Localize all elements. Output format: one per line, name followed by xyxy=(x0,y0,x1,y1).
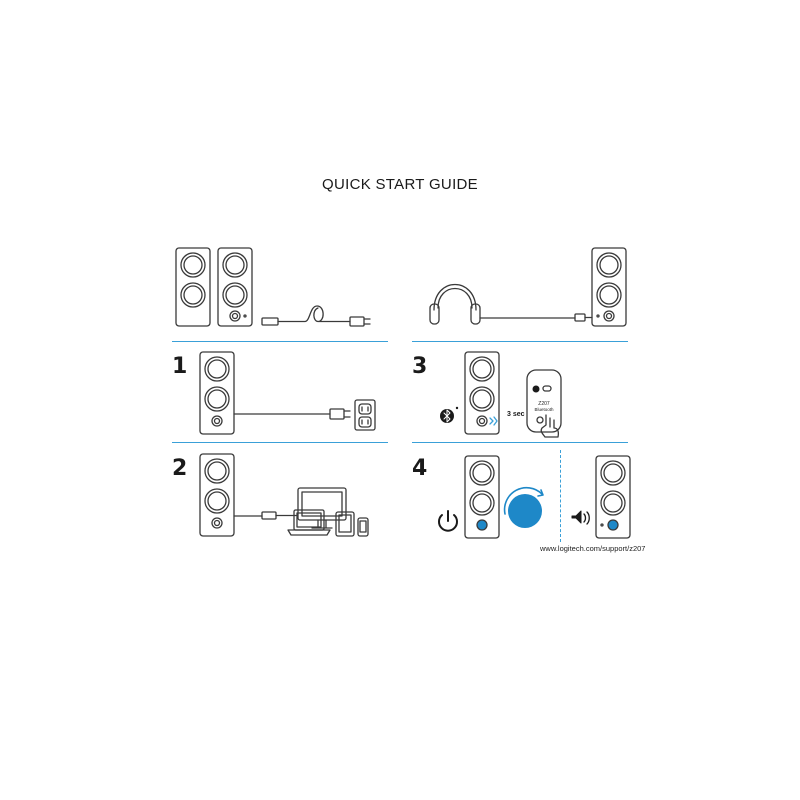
speaker-icon xyxy=(464,455,500,539)
divider-right-top xyxy=(412,341,628,342)
divider-dashed-vertical xyxy=(560,450,561,542)
speaker-icon xyxy=(464,351,500,435)
volume-knob-icon xyxy=(503,486,544,528)
volume-icon xyxy=(571,510,590,525)
hold-time-label: 3 sec xyxy=(507,411,525,418)
step-number-1: 1 xyxy=(172,354,188,379)
power-icon xyxy=(438,510,458,532)
audio-cable-icon xyxy=(233,511,297,520)
speaker-icon xyxy=(595,455,631,539)
power-plug-icon xyxy=(261,305,371,327)
tablet-icon xyxy=(335,511,355,537)
headphones-icon xyxy=(429,284,593,325)
back-panel-bt-label: Bluetooth xyxy=(534,407,554,412)
laptop-icon xyxy=(287,509,331,536)
speaker-icon xyxy=(217,247,253,327)
back-panel-model-label: Z207 xyxy=(538,401,550,407)
step-number-3: 3 xyxy=(412,354,428,379)
divider-left-top xyxy=(172,341,388,342)
hand-press-icon xyxy=(540,414,560,438)
support-url[interactable]: www.logitech.com/support/z207 xyxy=(540,544,646,553)
speaker-icon xyxy=(199,351,235,435)
speaker-icon xyxy=(591,247,627,327)
step-number-4: 4 xyxy=(412,456,428,481)
monitor-icon xyxy=(297,487,347,529)
step-number-2: 2 xyxy=(172,456,188,481)
power-plug-icon xyxy=(233,408,351,420)
speaker-icon xyxy=(199,453,235,537)
speaker-icon xyxy=(175,247,211,327)
phone-icon xyxy=(357,517,369,537)
wall-outlet-icon xyxy=(354,399,376,431)
divider-left-bottom xyxy=(172,442,388,443)
divider-right-bottom xyxy=(412,442,628,443)
speaker-back-panel-icon: Z207 Bluetooth xyxy=(526,369,562,433)
bluetooth-icon xyxy=(440,406,459,423)
page-title: QUICK START GUIDE xyxy=(322,176,478,193)
